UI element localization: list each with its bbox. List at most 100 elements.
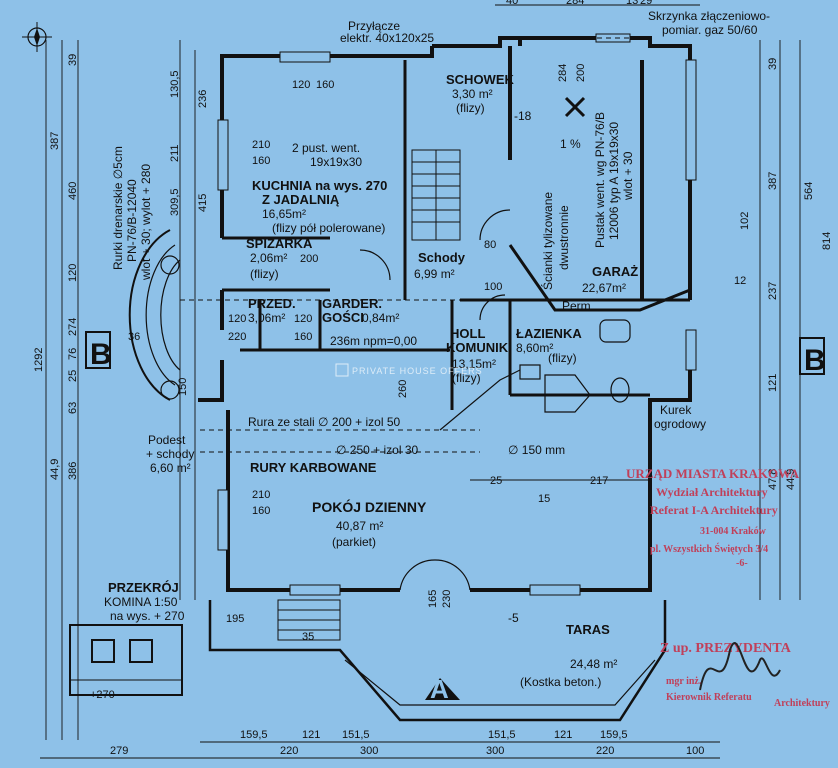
room-garaz: GARAŻ 22,67m² [582,264,638,295]
svg-text:279: 279 [110,745,128,757]
room-name: POKÓJ DZIENNY [312,498,427,515]
svg-text:ogrodowy: ogrodowy [654,417,706,431]
svg-text:Z up. PREZYDENTA: Z up. PREZYDENTA [660,641,792,656]
svg-text:pl. Wszystkich Świętych 3/4: pl. Wszystkich Świętych 3/4 [650,543,768,555]
svg-text:∅ 150 mm: ∅ 150 mm [508,443,565,457]
room-name-line2: Z JADALNIĄ [262,192,340,207]
svg-text:564: 564 [803,182,815,200]
svg-text:217: 217 [590,475,608,487]
svg-text:Wydział Architektury: Wydział Architektury [656,485,768,499]
svg-text:Kierownik Referatu: Kierownik Referatu [666,692,752,703]
landing-steps [128,229,181,401]
annotation-notes: Przyłącze elektr. 40x120x25 Skrzynka złą… [104,9,770,625]
svg-text:-6-: -6- [736,558,748,569]
svg-text:mgr inż.: mgr inż. [666,676,702,687]
room-floor: (flizy) [250,267,279,281]
svg-text:200: 200 [575,64,587,82]
svg-text:160: 160 [252,505,270,517]
svg-text:wlot + 30; wylot + 280: wlot + 30; wylot + 280 [139,164,153,281]
svg-text:Rurki drenarskie ∅5cm: Rurki drenarskie ∅5cm [111,146,125,270]
office-stamp: URZĄD MIASTA KRAKOWA Wydział Architektur… [626,466,800,569]
pipe-lines [180,37,640,453]
svg-text:wlot + 30: wlot + 30 [621,151,635,201]
room-name: GARDER. [322,296,382,311]
svg-text:Skrzynka złączeniowo-: Skrzynka złączeniowo- [648,9,770,23]
svg-text:210: 210 [252,489,270,501]
svg-text:121: 121 [767,374,779,392]
svg-text:159,5: 159,5 [600,729,628,741]
room-area: 8,60m² [516,341,553,355]
svg-text:274: 274 [67,318,79,336]
svg-text:159,5: 159,5 [240,729,268,741]
vent-symbol [564,96,586,118]
room-name-line2: GOŚCI [322,310,364,325]
section-mark-left [85,331,111,369]
room-name-line2: KOMUNIK. [446,340,512,355]
svg-text:Ścianki tylizowane: Ścianki tylizowane [540,192,555,290]
room-name: TARAS [566,622,610,637]
svg-text:URZĄD MIASTA KRAKOWA: URZĄD MIASTA KRAKOWA [626,466,800,481]
president-stamp: Z up. PREZYDENTA mgr inż. Kierownik Refe… [660,641,830,709]
room-area: 22,67m² [582,281,626,295]
bath-fixtures [519,319,631,413]
svg-text:121: 121 [302,729,320,741]
svg-text:814: 814 [821,232,833,250]
room-name-line2: + schody [146,447,194,461]
room-garderoba: GARDER. GOŚCI 0,84m² [322,296,399,325]
terrace-inner [344,659,656,706]
room-kuchnia: KUCHNIA na wys. 270 Z JADALNIĄ 16,65m² (… [252,178,387,235]
svg-text:460: 460 [67,182,79,200]
svg-text:47,8: 47,8 [767,469,779,490]
room-taras: TARAS 24,48 m² (Kostka beton.) [520,622,617,689]
svg-text:130,5: 130,5 [169,70,181,98]
svg-text:Rura ze stali ∅ 200 + izol 50: Rura ze stali ∅ 200 + izol 50 [248,415,401,429]
view-mark [425,678,460,700]
svg-text:-5: -5 [508,611,519,625]
room-name: KUCHNIA na wys. 270 [252,178,387,193]
svg-text:Perm: Perm [562,299,591,313]
svg-text:195: 195 [226,613,244,625]
svg-text:Referat I-A Architektury: Referat I-A Architektury [650,503,778,517]
svg-text:230: 230 [441,590,453,608]
svg-text:387: 387 [767,172,779,190]
svg-text:120: 120 [292,79,310,91]
room-name: Podest [148,433,186,447]
svg-text:309,5: 309,5 [169,188,181,216]
svg-text:12: 12 [734,275,746,287]
room-name: PRZED. [248,296,296,311]
svg-text:236m npm=0,00: 236m npm=0,00 [330,334,417,348]
svg-text:386: 386 [67,462,79,480]
svg-text:15: 15 [538,493,550,505]
terrace-outline [208,600,667,722]
svg-text:PRIVATE HOUSE OFFERS: PRIVATE HOUSE OFFERS [352,366,483,376]
svg-text:+270: +270 [90,689,115,701]
dimension-lines [40,4,801,759]
svg-text:44,9: 44,9 [49,459,61,480]
view-mark-label: A [430,674,449,704]
svg-text:220: 220 [280,745,298,757]
svg-text:40: 40 [506,0,518,7]
svg-text:200: 200 [300,253,318,265]
section-mark-right [799,337,825,375]
svg-text:121: 121 [554,729,572,741]
room-pokoj-dzienny: POKÓJ DZIENNY 40,87 m² (parkiet) [312,498,427,549]
room-floor: (flizy) [548,351,577,365]
svg-text:dwustronnie: dwustronnie [557,205,571,270]
room-area: 6,99 m² [414,267,455,281]
room-name: GARAŻ [592,264,638,279]
room-area: 3,30 m² [452,87,493,101]
svg-text:63: 63 [67,402,79,414]
svg-text:19x19x30: 19x19x30 [310,155,362,169]
room-lazienka: ŁAZIENKA 8,60m² (flizy) [516,326,582,365]
staircase [277,149,461,641]
watermark: PRIVATE HOUSE OFFERS [335,363,483,377]
svg-text:36: 36 [128,331,140,343]
room-area: 6,60 m² [150,461,191,475]
room-schowek: SCHOWEK 3,30 m² (flizy) [446,72,515,115]
svg-text:284: 284 [557,64,569,82]
svg-text:Kurek: Kurek [660,403,692,417]
room-przedpokoj: PRZED. 3,06m² [248,296,296,325]
svg-text:∅ 250 + izol 30: ∅ 250 + izol 30 [336,443,418,457]
svg-text:KOMINA 1:50: KOMINA 1:50 [104,595,178,609]
